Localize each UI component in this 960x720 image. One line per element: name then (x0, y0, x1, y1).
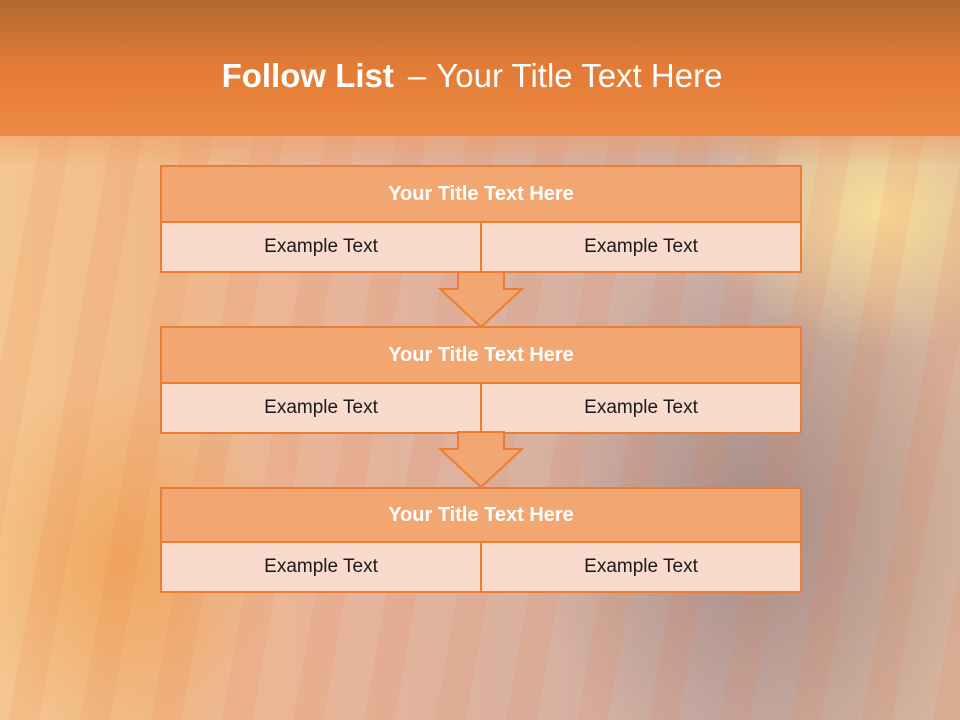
block-title: Your Title Text Here (160, 326, 802, 384)
block-title: Your Title Text Here (160, 487, 802, 543)
slide-title-bold: Follow List (221, 57, 394, 94)
slide-title-rest: Your Title Text Here (436, 57, 723, 94)
list-block-2: Your Title Text Here Example Text Exampl… (160, 326, 802, 434)
title-band (0, 0, 960, 136)
block-cell-left: Example Text (160, 543, 482, 593)
title-band-glow (0, 136, 960, 166)
block-cell-right: Example Text (482, 223, 802, 273)
block-cell-right: Example Text (482, 384, 802, 434)
block-cell-right: Example Text (482, 543, 802, 593)
slide-title-dash: – (407, 57, 427, 94)
down-arrow-icon (438, 431, 524, 489)
block-title: Your Title Text Here (160, 165, 802, 223)
block-cell-left: Example Text (160, 384, 482, 434)
list-block-3: Your Title Text Here Example Text Exampl… (160, 487, 802, 593)
slide-title: Follow List–Your Title Text Here (0, 56, 944, 96)
block-row: Example Text Example Text (160, 543, 802, 593)
block-cell-left: Example Text (160, 223, 482, 273)
block-row: Example Text Example Text (160, 223, 802, 273)
down-arrow-icon (438, 271, 524, 329)
block-row: Example Text Example Text (160, 384, 802, 434)
list-block-1: Your Title Text Here Example Text Exampl… (160, 165, 802, 273)
